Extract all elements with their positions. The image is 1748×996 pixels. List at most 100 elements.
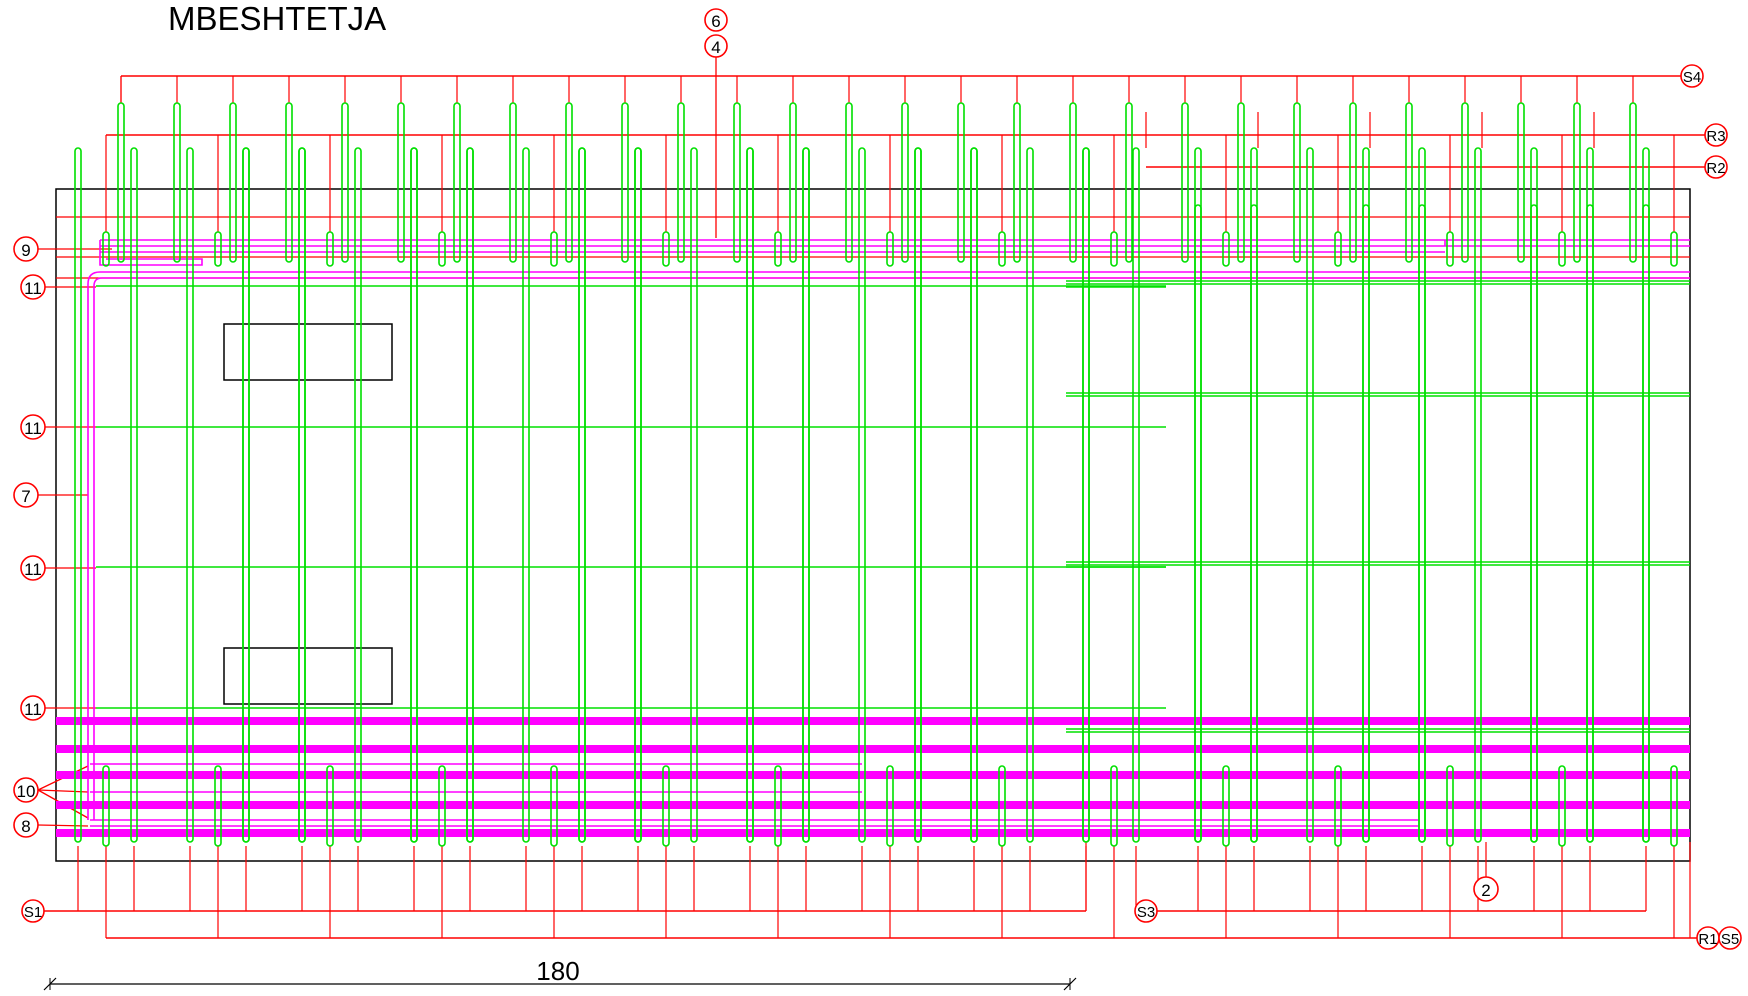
marker-2: 2 [1473,876,1499,902]
marker-R2-label: R2 [1706,160,1725,177]
marker-4-label: 4 [711,38,720,57]
opening-bottom [223,647,393,705]
marker-11c: 11 [20,555,46,581]
marker-2-label: 2 [1481,881,1490,900]
marker-R2: R2 [1704,155,1728,179]
stirrup-top [621,102,629,263]
stirrup-small-top [1558,231,1566,267]
stirrup-top [397,102,405,263]
stirrup-small-top [1110,231,1118,267]
marker-S3-label: S3 [1137,904,1155,921]
stirrup-mid [802,147,810,843]
stirrup-top [901,102,909,263]
marker-11c-label: 11 [24,560,42,579]
stirrup-small-top [1446,231,1454,267]
stirrup-small-bottom [886,765,894,847]
stirrup-top [957,102,965,263]
stirrup-small-top [214,231,222,267]
stirrup-small-bottom [1558,765,1566,847]
leader-8 [37,824,89,827]
marker-R1: R1 [1696,926,1720,950]
stirrup-small-bottom [102,765,110,847]
stirrup-mid [298,147,306,843]
stirrup-small-top [102,231,110,267]
marker-11d: 11 [20,695,46,721]
magenta-thick-bar [56,745,1690,753]
marker-4: 4 [704,34,728,58]
stirrup-top [1573,102,1581,263]
stirrup-top [677,102,685,263]
stirrup-mid [914,147,922,843]
stirrup-small-top [1334,231,1342,267]
marker-R3-label: R3 [1706,128,1725,145]
marker-R1-label: R1 [1698,931,1717,948]
stirrup-small-bottom [1110,765,1118,847]
leader-10 [37,789,89,793]
stirrup-full [74,147,82,843]
drawing-title: MBESHTETJA [168,0,387,37]
stirrup-small-top [998,231,1006,267]
stirrup-mid [242,147,250,843]
magenta-thick-bar [56,771,1690,779]
marker-7-label: 7 [21,487,30,506]
stirrup-top [117,102,125,263]
stirrup-mid [970,147,978,843]
marker-11a-label: 11 [24,279,42,298]
stirrup-full [522,147,530,843]
stirrup-full-right [1642,147,1650,843]
stirrup-top [285,102,293,263]
stirrup-mid [466,147,474,843]
stirrup-small-top [550,231,558,267]
stirrup-small-top [662,231,670,267]
magenta-bar-7b [93,277,1690,820]
horizontal-rebars [96,280,1690,733]
stirrup-full-right [1586,147,1594,843]
stirrup-small-top [774,231,782,267]
marker-8: 8 [13,812,39,838]
stirrup-mid [634,147,642,843]
stirrup-full-right [1474,147,1482,843]
stirrup-full [1026,147,1034,843]
marker-S4-label: S4 [1683,69,1701,86]
stirrup-right [1250,204,1258,843]
stirrup-top [1293,102,1301,263]
stirrup-right [1530,204,1538,843]
marker-10-label: 10 [17,782,36,801]
stirrup-small-bottom [550,765,558,847]
marker-S1-label: S1 [24,904,42,921]
stirrup-full-right [1306,147,1314,843]
stirrup-top [1013,102,1021,263]
stirrup-small-bottom [998,765,1006,847]
stirrup-right [1418,204,1426,843]
magenta-bar-7 [87,271,1690,820]
stirrup-small-bottom [1222,765,1230,847]
stirrup-top [1181,102,1189,263]
element-outline [55,188,1691,862]
stirrup-full [186,147,194,843]
stirrup-top [789,102,797,263]
stirrup-small-top [886,231,894,267]
stirrup-top [453,102,461,263]
stirrup-small-bottom [326,765,334,847]
stirrup-mid [410,147,418,843]
marker-R3: R3 [1704,123,1728,147]
opening-top [223,323,393,381]
stirrup-mid [1082,147,1090,843]
marker-9: 9 [13,236,39,262]
stirrup-small-bottom [1334,765,1342,847]
magenta-thick-bar [56,801,1690,809]
stirrup-top [341,102,349,263]
stirrup-top [1517,102,1525,263]
stirrup-top [845,102,853,263]
magenta-bars [56,239,1690,837]
dimension-label: 180 [536,956,579,986]
stirrup-small-top [1670,231,1678,267]
stirrup-right [1586,204,1594,843]
stirrup-small-bottom [438,765,446,847]
stirrup-top [1629,102,1637,263]
marker-10: 10 [13,777,39,803]
stirrup-top [565,102,573,263]
magenta-thick-bar [56,717,1690,725]
stirrup-small-top [438,231,446,267]
stirrup-mid [746,147,754,843]
